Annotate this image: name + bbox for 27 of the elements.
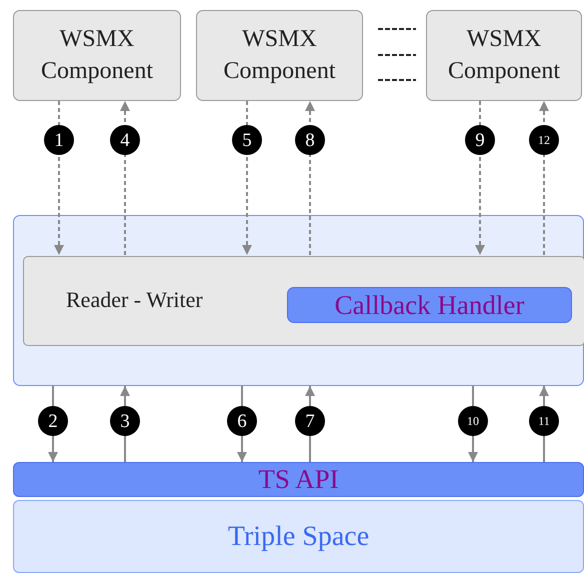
node-label: WSMX Component <box>447 25 561 86</box>
container-panel <box>13 215 584 386</box>
step-number-badge: 9 <box>465 125 495 155</box>
component-box <box>426 10 582 101</box>
step-number-badge: 1 <box>44 125 74 155</box>
step-number-badge: 12 <box>529 125 559 155</box>
component-box <box>13 10 181 101</box>
api-bar <box>13 462 584 497</box>
step-number-badge: 8 <box>295 125 325 155</box>
step-number-badge: 3 <box>110 406 140 436</box>
step-number-badge: 6 <box>227 406 257 436</box>
callback-handler-box <box>287 287 572 323</box>
step-number-badge: 11 <box>529 406 559 436</box>
step-number-badge: 10 <box>458 406 488 436</box>
node-label: Reader - Writer <box>66 287 203 313</box>
triple-space-box <box>13 500 584 573</box>
component-box <box>196 10 363 101</box>
node-label: WSMX Component <box>222 25 336 86</box>
step-number-badge: 5 <box>232 125 262 155</box>
reader-writer-box <box>23 256 584 346</box>
step-number-badge: 4 <box>110 125 140 155</box>
node-label: Callback Handler <box>334 290 524 320</box>
node-label: WSMX Component <box>40 25 154 86</box>
node-label: TS API <box>258 464 339 495</box>
node-label: Triple Space <box>228 520 370 552</box>
step-number-badge: 2 <box>38 406 68 436</box>
step-number-badge: 7 <box>295 406 325 436</box>
